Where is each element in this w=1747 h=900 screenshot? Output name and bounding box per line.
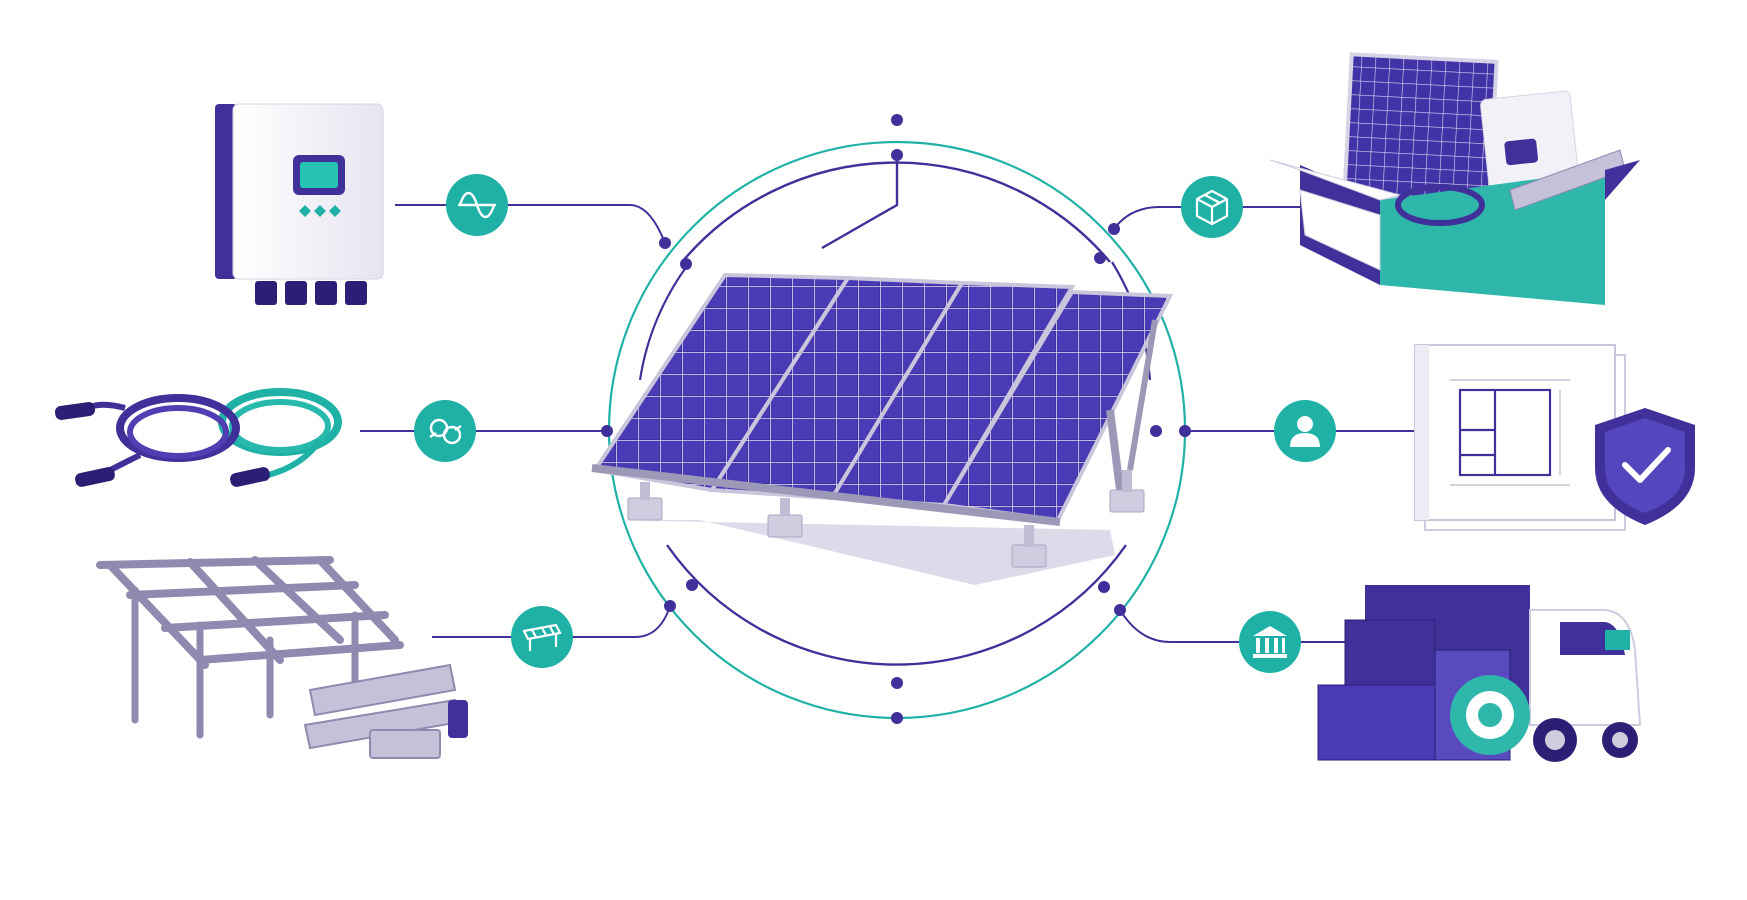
package-box-icon: [1195, 189, 1229, 226]
concrete-block: [627, 489, 1145, 568]
ring-dot: [891, 114, 903, 126]
delivery-truck-illustration: [1317, 585, 1642, 762]
mounting-structure-illustration: [96, 556, 468, 759]
connector-mounting: [432, 605, 671, 638]
icon-badges: [414, 174, 1336, 673]
shield-check-icon: [1595, 408, 1695, 525]
array-shadow: [612, 520, 1115, 585]
connector-inverter: [395, 204, 666, 244]
inner-arc-left-top: [638, 261, 691, 381]
solar-kit-box-illustration: [1269, 52, 1640, 305]
badge-mounting: [511, 606, 573, 668]
ring-dot: [686, 579, 698, 591]
ring-dot: [680, 258, 692, 270]
badge-kit: [1181, 176, 1243, 238]
ring-dot: [1150, 425, 1162, 437]
badge-cables: [414, 400, 476, 462]
solar-cables-illustration: [54, 388, 342, 487]
solar-panel-array: [591, 272, 1174, 585]
ring-dot: [891, 149, 903, 161]
clock-hand: [821, 155, 899, 250]
inner-ring-bottom: [666, 544, 1127, 666]
badge-delivery: [1239, 611, 1301, 673]
design-and-warranty-illustration: [1414, 344, 1695, 531]
bank-icon: [1253, 626, 1287, 658]
mounting-rack-icon: [522, 623, 562, 651]
ring-dot: [891, 677, 903, 689]
connector-delivery: [1119, 609, 1345, 643]
sine-wave-icon: [458, 191, 496, 219]
user-icon: [1290, 416, 1320, 447]
ring-dot: [891, 712, 903, 724]
cable-connector-icon: [429, 418, 462, 445]
badge-support: [1274, 400, 1336, 462]
ring-dot: [1094, 252, 1106, 264]
inverter-illustration: [215, 103, 384, 305]
connector-lines: [360, 204, 1420, 643]
ring-dot: [1098, 581, 1110, 593]
badge-inverter: [446, 174, 508, 236]
connector-kit: [1113, 206, 1400, 230]
